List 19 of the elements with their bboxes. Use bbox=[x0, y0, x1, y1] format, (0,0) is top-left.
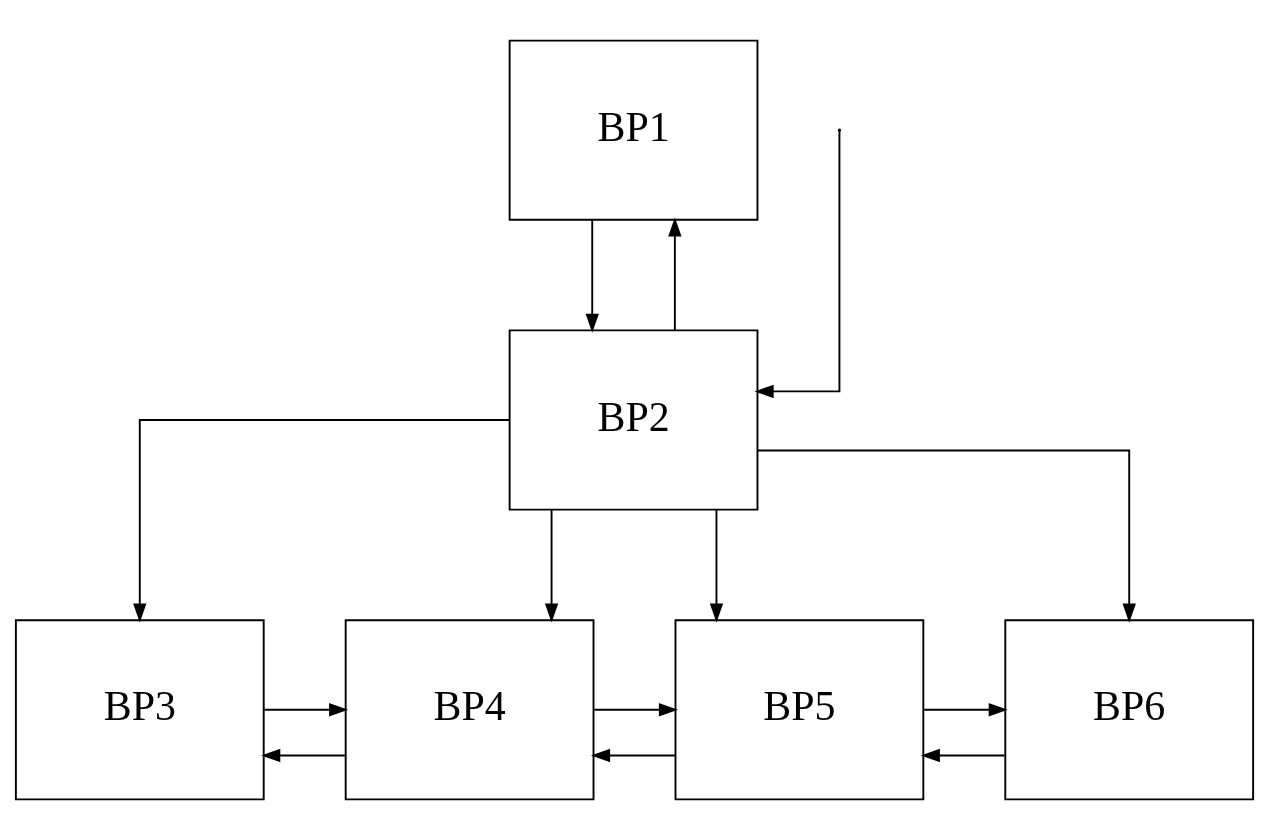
node-box: BP3 bbox=[14, 618, 265, 800]
node-box: BP5 bbox=[674, 618, 925, 800]
arrow bbox=[261, 748, 346, 762]
arrow bbox=[920, 748, 1006, 762]
arrow bbox=[585, 218, 599, 333]
arrow bbox=[757, 449, 1136, 623]
node-box: BP2 bbox=[508, 328, 759, 511]
arrow bbox=[754, 129, 841, 398]
node-box: BP1 bbox=[508, 39, 759, 221]
arrow bbox=[923, 702, 1008, 716]
arrow bbox=[593, 702, 678, 716]
arrow bbox=[668, 216, 682, 331]
arrow bbox=[133, 418, 511, 623]
node-box: BP4 bbox=[344, 618, 595, 800]
arrow bbox=[544, 508, 559, 623]
arrow bbox=[263, 702, 349, 716]
arrow bbox=[591, 748, 676, 762]
node-box: BP6 bbox=[1004, 618, 1255, 800]
arrow bbox=[709, 508, 724, 623]
